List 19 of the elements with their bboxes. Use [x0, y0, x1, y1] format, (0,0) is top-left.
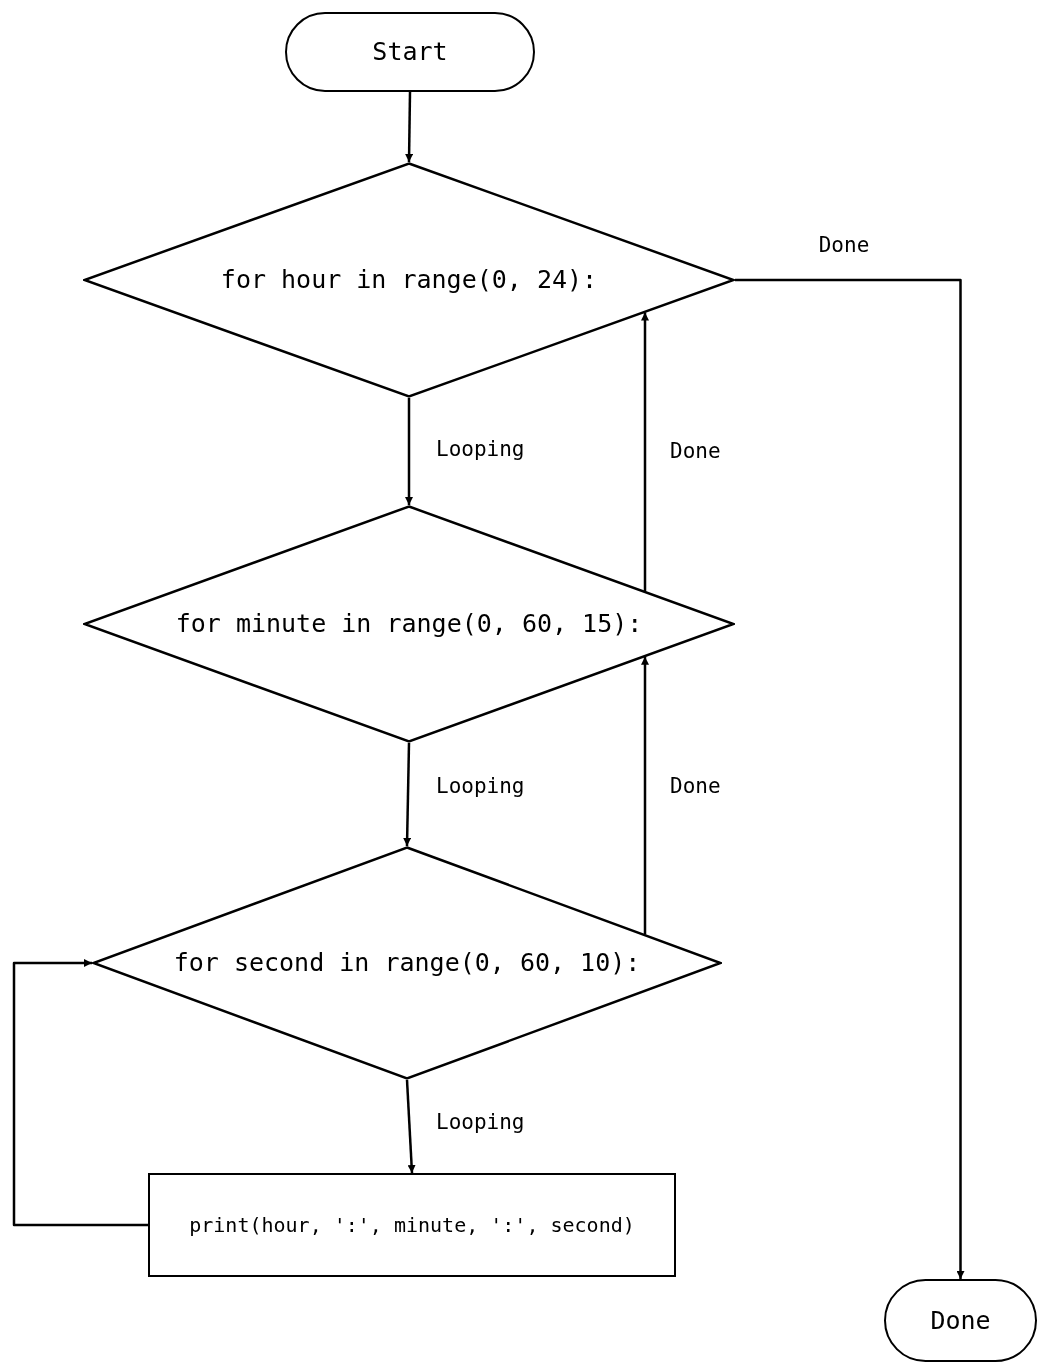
arrow [405, 1079, 416, 1174]
arrow [403, 742, 412, 847]
node-label: Done [930, 1304, 991, 1337]
arrow [405, 398, 413, 505]
arrow [405, 92, 414, 162]
node-label: for second in range(0, 60, 10): [173, 947, 641, 980]
process-box [148, 1173, 676, 1277]
decision-diamond [83, 162, 735, 398]
arrow [12, 959, 148, 1227]
node-label: for hour in range(0, 24): [220, 264, 598, 297]
node-label: print(hour, ':', minute, ':', second) [189, 1212, 635, 1239]
arrow [641, 656, 649, 935]
decision-diamond [83, 505, 735, 743]
node-label: Start [372, 36, 448, 69]
terminal-node [884, 1279, 1037, 1362]
arrow [641, 312, 649, 592]
arrow [735, 278, 965, 1279]
node-label: for minute in range(0, 60, 15): [175, 608, 643, 641]
decision-diamond [92, 846, 722, 1080]
